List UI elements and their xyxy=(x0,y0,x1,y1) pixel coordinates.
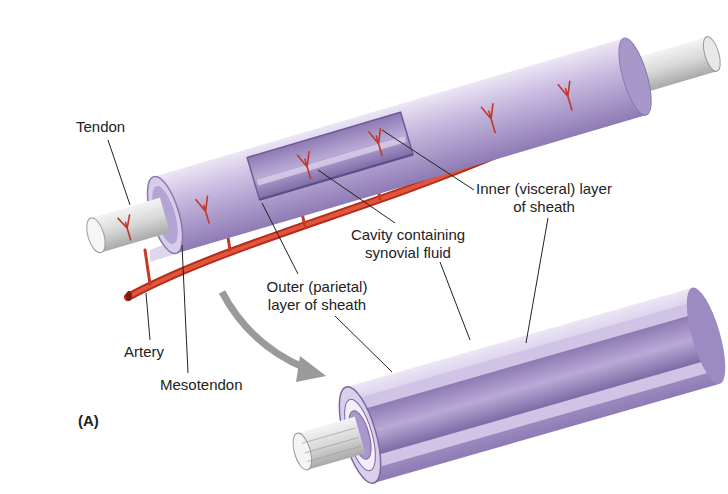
part-label: Artery xyxy=(124,343,164,361)
part-label: Outer (parietal) layer of sheath xyxy=(250,278,384,314)
part-label: Cavity containing synovial fluid xyxy=(334,226,482,262)
part-label: Tendon xyxy=(76,118,125,136)
sheath-cross-section xyxy=(281,284,728,494)
part-label: Mesotendon xyxy=(160,376,243,394)
part-label: Inner (visceral) layer of sheath xyxy=(474,180,614,216)
leader-lines xyxy=(108,130,548,373)
sheath-cylinder xyxy=(77,14,728,276)
panel-letter: (A) xyxy=(78,412,99,430)
